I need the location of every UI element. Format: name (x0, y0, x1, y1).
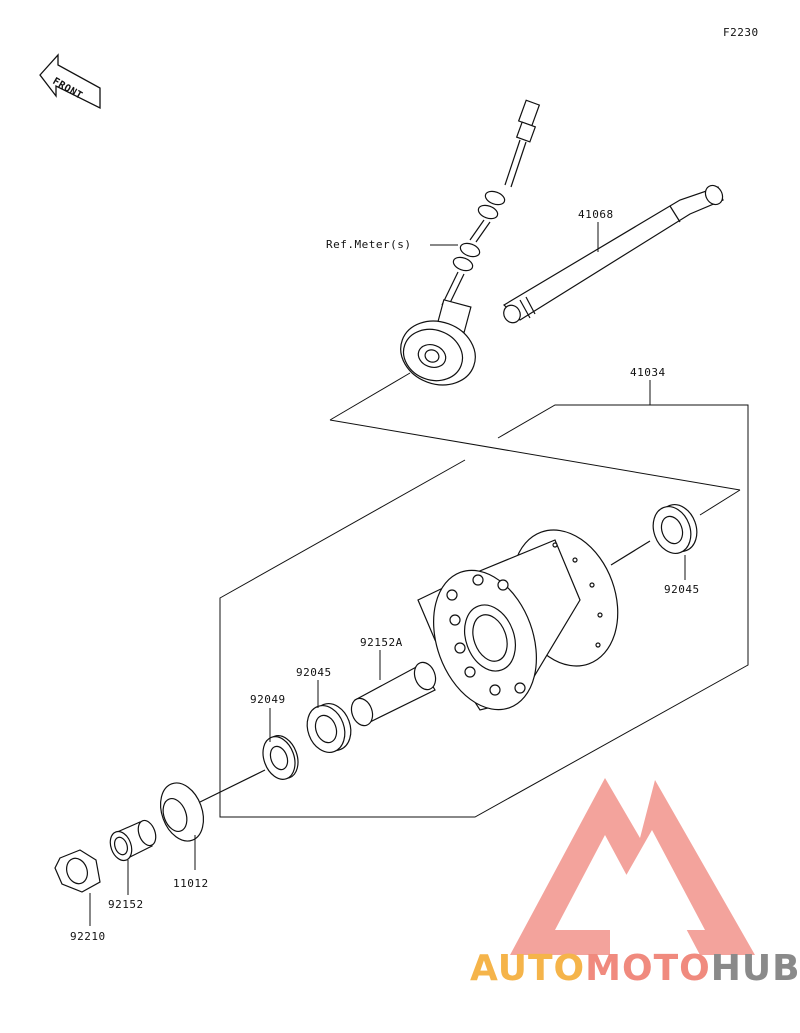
axle (503, 184, 724, 324)
spacer-collar (109, 819, 157, 862)
spacer-tube (350, 661, 437, 727)
part-label-92152: 92152 (108, 898, 144, 911)
diagram-code: F2230 (723, 26, 759, 39)
watermark-logo (510, 778, 755, 955)
part-label-11012: 11012 (173, 877, 209, 890)
watermark-hub: HUB (710, 948, 800, 989)
oil-seal (199, 735, 299, 803)
watermark-moto: MOTO (585, 948, 711, 989)
ref-meter-label: Ref.Meter(s) (326, 238, 412, 251)
assembly-bracket-lines (219, 372, 749, 818)
part-label-92049: 92049 (250, 693, 286, 706)
part-label-92045-left: 92045 (296, 666, 332, 679)
bearing-left (306, 703, 352, 753)
part-label-92045-right: 92045 (664, 583, 700, 596)
axle-nut (54, 849, 101, 893)
part-label-92210: 92210 (70, 930, 106, 943)
speedometer-cable (441, 99, 541, 308)
front-arrow-icon (39, 53, 101, 110)
speedometer-gear-housing (400, 299, 476, 386)
leader-lines (89, 222, 686, 926)
wheel-hub (417, 529, 619, 711)
watermark-auto: AUTO (470, 948, 586, 989)
part-label-41034: 41034 (630, 366, 666, 379)
watermark-text: AUTOMOTOHUB (470, 948, 800, 989)
part-label-92152A: 92152A (360, 636, 403, 649)
part-label-41068: 41068 (578, 208, 614, 221)
bearing-right (610, 504, 698, 566)
collar-washer (159, 782, 205, 842)
